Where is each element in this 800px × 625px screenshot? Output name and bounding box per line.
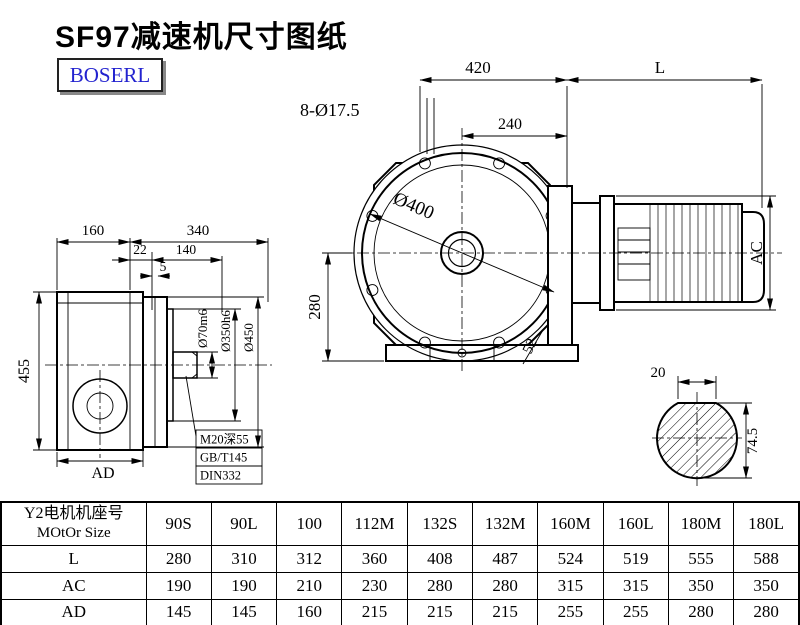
- row-label: AC: [0, 571, 147, 600]
- table-cell: 210: [276, 571, 343, 600]
- dim-L-label: L: [655, 58, 665, 77]
- dim-350h6-label: Ø350h6: [218, 310, 233, 352]
- bolt-holes-label: 8-Ø17.5: [300, 100, 360, 120]
- table-cell: 215: [471, 598, 539, 625]
- table-cell: 280: [733, 598, 800, 625]
- dim-74-5-label: 74.5: [745, 428, 761, 454]
- side-view: [56, 291, 263, 485]
- column-header: 100: [276, 501, 343, 546]
- table-cell: 524: [537, 544, 604, 573]
- dim-20-label: 20: [651, 365, 666, 381]
- dim-22-label: 22: [133, 242, 147, 257]
- column-header: 132M: [471, 501, 539, 546]
- column-header: 180M: [667, 501, 735, 546]
- table-cell: 255: [602, 598, 669, 625]
- dim-280-label: 280: [305, 294, 324, 320]
- table-cell: 519: [602, 544, 669, 573]
- dim-140-label: 140: [176, 242, 197, 257]
- brand-logo: BOSERL: [57, 58, 163, 92]
- table-cell: 280: [406, 571, 473, 600]
- table-header-row: Y2电机机座号 MOtOr Size 90S 90L 100 112M 132S…: [0, 501, 800, 546]
- motor-size-header-cell: Y2电机机座号 MOtOr Size: [0, 501, 147, 546]
- row-label: AD: [0, 598, 147, 625]
- table-cell: 160: [276, 598, 343, 625]
- table-cell: 487: [471, 544, 539, 573]
- table-cell: 230: [341, 571, 408, 600]
- table-cell: 145: [210, 598, 278, 625]
- motor-view: [547, 185, 765, 346]
- column-header: 90L: [210, 501, 278, 546]
- dim-450-label: Ø450: [241, 323, 256, 352]
- table-row-L: L 280 310 312 360 408 487 524 519 555 58…: [0, 544, 800, 573]
- table-cell: 145: [145, 598, 212, 625]
- column-header: 180L: [733, 501, 800, 546]
- table-cell: 215: [406, 598, 473, 625]
- page-title: SF97减速机尺寸图纸: [55, 21, 348, 54]
- motor-size-header-en: MOtOr Size: [36, 525, 111, 542]
- dim-AC-label: AC: [747, 241, 766, 265]
- note-gbt145-label: GB/T145: [200, 451, 247, 465]
- dim-455-label: 455: [16, 359, 33, 383]
- technical-drawing: 420 L 8-Ø17.5 240 Ø400 280 52 AC: [16, 58, 782, 486]
- column-header: 132S: [406, 501, 473, 546]
- table-cell: 312: [276, 544, 343, 573]
- note-m20-label: M20深55: [200, 433, 249, 447]
- table-cell: 315: [602, 571, 669, 600]
- table-row-AC: AC 190 190 210 230 280 280 315 315 350 3…: [0, 571, 800, 600]
- column-header: 160M: [537, 501, 604, 546]
- dimensions: 420 L 8-Ø17.5 240 Ø400 280 52 AC: [16, 58, 776, 483]
- table-cell: 555: [667, 544, 735, 573]
- dim-240-label: 240: [498, 116, 522, 133]
- row-label: L: [0, 544, 147, 573]
- table-cell: 350: [667, 571, 735, 600]
- table-cell: 360: [341, 544, 408, 573]
- dim-340-label: 340: [187, 223, 210, 239]
- table-cell: 255: [537, 598, 604, 625]
- table-cell: 190: [145, 571, 212, 600]
- dim-AD-label: AD: [91, 465, 114, 482]
- dim-70m6-label: Ø70m6: [195, 309, 210, 349]
- table-row-AD: AD 145 145 160 215 215 215 255 255 280 2…: [0, 598, 800, 625]
- column-header: 90S: [145, 501, 212, 546]
- dim-160-label: 160: [82, 223, 105, 239]
- column-header: 160L: [602, 501, 669, 546]
- table-cell: 408: [406, 544, 473, 573]
- table-cell: 280: [667, 598, 735, 625]
- table-cell: 588: [733, 544, 800, 573]
- column-header: 112M: [341, 501, 408, 546]
- motor-size-table: Y2电机机座号 MOtOr Size 90S 90L 100 112M 132S…: [0, 501, 800, 625]
- dim-5-label: 5: [160, 259, 167, 274]
- table-cell: 280: [471, 571, 539, 600]
- note-din332-label: DIN332: [200, 469, 241, 483]
- table-cell: 190: [210, 571, 278, 600]
- table-cell: 280: [145, 544, 212, 573]
- motor-size-header-cn: Y2电机机座号: [23, 505, 124, 523]
- dim-420-label: 420: [465, 58, 491, 77]
- dim-52-label: 52: [520, 336, 541, 356]
- table-cell: 350: [733, 571, 800, 600]
- table-cell: 215: [341, 598, 408, 625]
- table-cell: 310: [210, 544, 278, 573]
- table-cell: 315: [537, 571, 604, 600]
